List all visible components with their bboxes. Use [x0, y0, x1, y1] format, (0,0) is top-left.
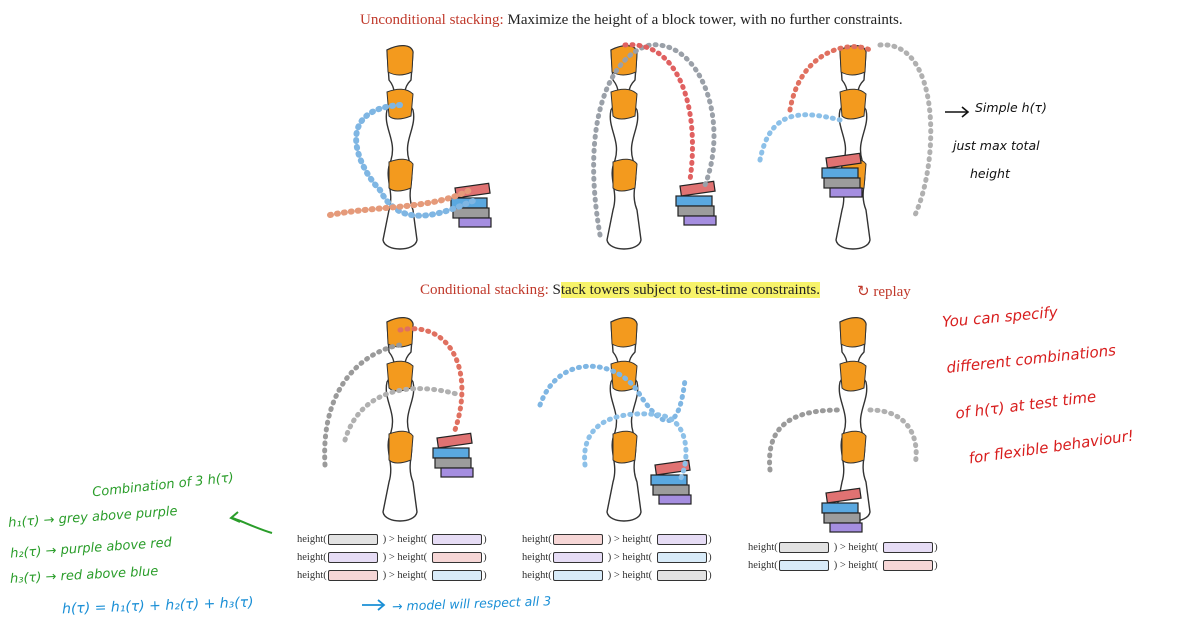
constraint-row: height( ) > height(): [297, 567, 487, 583]
greater-than-label: ) > height(: [833, 559, 879, 571]
replay-label: replay: [873, 284, 911, 300]
greater-than-label: ) > height(: [607, 533, 653, 545]
constraint-group-1: height() > height()height() > height()he…: [297, 531, 487, 583]
greater-than-label: ) > height(: [382, 569, 428, 581]
greater-than-label: ) > height(: [833, 541, 879, 553]
note-simple-line1: Simple h(τ): [975, 100, 1047, 115]
greater-than-label: ) > height(: [382, 551, 428, 563]
constraint-row: height( ) > height(): [748, 557, 938, 573]
color-swatch-purple: [432, 533, 483, 545]
height-label: height(: [297, 569, 327, 581]
color-swatch-blue: [657, 551, 708, 563]
close-paren: ): [483, 569, 487, 581]
constraint-row: height( ) > height(): [748, 539, 938, 555]
top-caption: Unconditional stacking: Maximize the hei…: [360, 12, 903, 29]
close-paren: ): [483, 533, 487, 545]
top-caption-text: Maximize the height of a block tower, wi…: [507, 12, 903, 28]
color-swatch-grey: [778, 541, 829, 553]
color-swatch-red: [432, 551, 483, 563]
close-paren: ): [934, 541, 938, 553]
constraint-group-2: height() > height()height() > height()he…: [522, 531, 712, 583]
height-label: height(: [748, 559, 778, 571]
color-swatch-red: [552, 533, 603, 545]
height-label: height(: [522, 533, 552, 545]
constraint-group-3: height( ) > height() height( ) > height(): [748, 539, 938, 573]
color-swatch-purple: [657, 533, 708, 545]
constraint-row: height( ) > height(): [522, 549, 712, 565]
constraint-row: height( ) > height(): [297, 549, 487, 565]
note-simple-line3: height: [970, 166, 1010, 181]
color-swatch-blue: [432, 569, 483, 581]
close-paren: ): [708, 533, 712, 545]
greater-than-label: ) > height(: [607, 569, 653, 581]
color-swatch-purple: [327, 551, 378, 563]
note-simple-line2: just max total: [953, 138, 1040, 153]
close-paren: ): [708, 569, 712, 581]
bottom-caption-text-first: S: [552, 282, 561, 298]
height-label: height(: [297, 533, 327, 545]
color-swatch-red: [327, 569, 378, 581]
greater-than-label: ) > height(: [607, 551, 653, 563]
color-swatch-blue: [552, 569, 603, 581]
height-label: height(: [748, 541, 778, 553]
constraint-row: height( ) > height(): [297, 531, 487, 547]
height-label: height(: [522, 569, 552, 581]
constraint-row: height( ) > height(): [522, 531, 712, 547]
close-paren: ): [483, 551, 487, 563]
replay-button[interactable]: ↻ replay: [857, 282, 911, 301]
color-swatch-purple: [552, 551, 603, 563]
top-caption-title: Unconditional stacking:: [360, 12, 504, 28]
close-paren: ): [934, 559, 938, 571]
color-swatch-blue: [778, 559, 829, 571]
color-swatch-purple: [883, 541, 934, 553]
constraint-row: height( ) > height(): [522, 567, 712, 583]
color-swatch-grey: [327, 533, 378, 545]
height-label: height(: [297, 551, 327, 563]
bottom-caption-title: Conditional stacking:: [420, 282, 549, 298]
bottom-caption: Conditional stacking: Stack towers subje…: [420, 282, 820, 299]
bottom-caption-highlight: tack towers subject to test-time constra…: [560, 282, 820, 298]
color-swatch-grey: [657, 569, 708, 581]
color-swatch-red: [883, 559, 934, 571]
close-paren: ): [708, 551, 712, 563]
replay-arrow-icon: ↻: [857, 284, 870, 300]
height-label: height(: [522, 551, 552, 563]
greater-than-label: ) > height(: [382, 533, 428, 545]
